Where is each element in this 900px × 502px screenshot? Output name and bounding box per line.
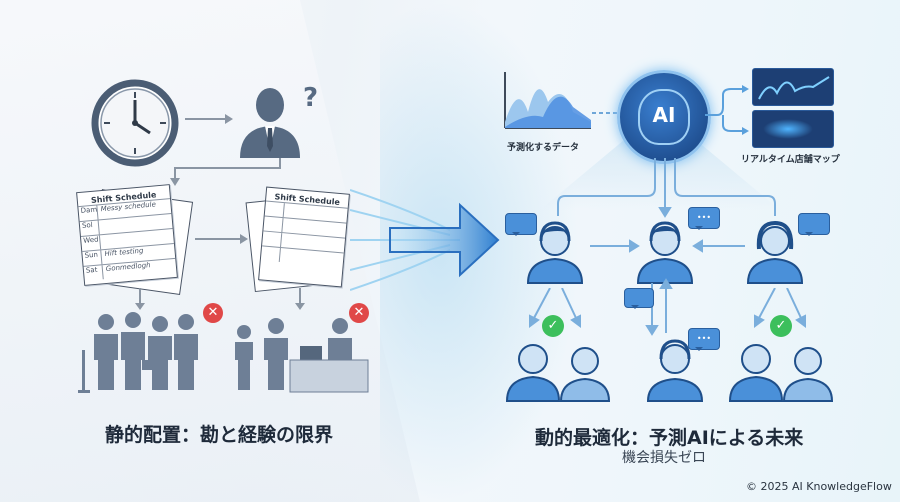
waiting-customers-queue: [78, 312, 198, 393]
served-customers-right: [728, 344, 834, 402]
agent-right-icon: [746, 220, 804, 284]
realtime-store-map-label: リアルタイム店舗マップ: [741, 155, 840, 165]
row-day: Dam: [78, 205, 99, 222]
row-day: Sat: [83, 265, 104, 281]
agent-left-icon: [526, 221, 584, 284]
question-mark: ?: [303, 83, 318, 113]
row-note: Gonmedlogh: [105, 261, 151, 273]
store-heatmap-panel: [752, 110, 834, 148]
ai-brain-icon: AI: [617, 70, 711, 164]
chat-bubble-icon: [624, 288, 654, 309]
clock-icon: [91, 79, 179, 167]
arrow-down-icon: [295, 288, 305, 310]
agent-center-icon: [636, 221, 694, 284]
row-day: Wed: [81, 235, 102, 251]
arrow-right-icon: [195, 234, 248, 244]
copyright-footer: © 2025 AI KnowledgeFlow: [746, 480, 892, 493]
realtime-chart-panel: [752, 68, 834, 106]
success-check-icon: ✓: [770, 315, 792, 337]
error-x-icon: ✕: [203, 303, 223, 323]
confused-manager-icon: ?: [240, 83, 318, 158]
branch-arrows: [705, 85, 749, 135]
arrow-right-icon: [185, 114, 233, 124]
right-section-title: 動的最適化：予測AIによる未来: [535, 427, 804, 449]
left-section-title: 静的配置：勘と経験の限界: [105, 424, 334, 446]
distribution-lines: [557, 158, 776, 253]
chat-bubble-typing-icon: •••: [688, 328, 720, 351]
success-check-icon: ✓: [542, 315, 564, 337]
chat-bubble-icon: [505, 213, 537, 236]
row-day: Sun: [82, 250, 103, 266]
chat-bubble-icon: [798, 213, 830, 236]
frustrated-counter-scene: [235, 318, 369, 393]
transformation-arrow-icon: [350, 189, 500, 291]
served-customers-left: [505, 344, 611, 402]
chat-bubble-typing-icon: •••: [688, 207, 720, 230]
row-note: [99, 220, 103, 234]
forecast-data-label: 予測化するデータ: [507, 143, 580, 153]
agent-bottom-icon: [646, 339, 704, 402]
assignment-arrows-left: [529, 288, 581, 328]
ai-label: AI: [652, 103, 676, 127]
two-way-arrows: [645, 278, 673, 336]
arrow-down-icon: [135, 288, 145, 310]
error-x-icon: ✕: [349, 303, 369, 323]
right-section-subtitle: 機会損失ゼロ: [622, 450, 706, 466]
revised-schedule-document: Shift Schedule: [258, 186, 350, 288]
row-note: [100, 235, 104, 249]
row-day: Sol: [79, 220, 100, 237]
connector-arrow: [170, 158, 281, 186]
forecast-chart-icon: [504, 72, 591, 129]
assignment-arrows-right: [754, 288, 806, 328]
